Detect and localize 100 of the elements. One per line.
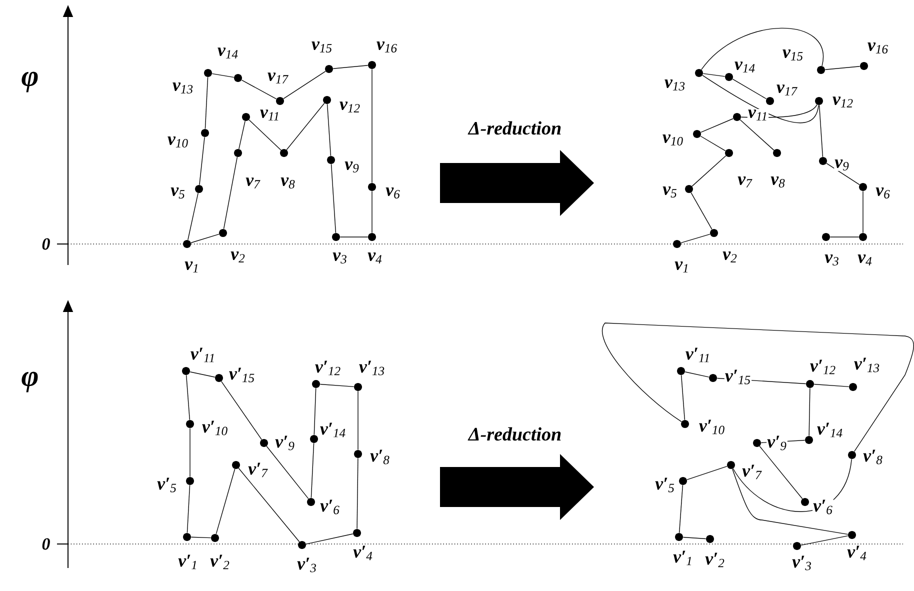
vertex-dot	[323, 96, 331, 104]
edge-line	[700, 118, 734, 133]
vertex-dot	[727, 460, 735, 469]
edge-line	[732, 458, 852, 512]
vertex-label: v$_{12}$	[338, 101, 362, 113]
vertex-label: v$_{3}$	[332, 252, 348, 264]
vertex-dot	[332, 232, 340, 241]
vertex-dot	[215, 374, 223, 382]
vertex-dot	[354, 450, 362, 458]
axis-label: φ	[22, 72, 38, 92]
edge-line	[862, 190, 864, 234]
edge-line	[692, 155, 726, 187]
axis-label: 0	[42, 538, 50, 550]
vertex-label: v′$_{11}$	[190, 347, 216, 363]
vertex-label: v$_{10}$	[662, 134, 684, 146]
edge-line	[190, 372, 216, 378]
edge-line	[330, 164, 336, 234]
vertex-label: v$_{2}$	[722, 251, 738, 263]
vertex-dot	[859, 232, 867, 241]
vertex-dot	[186, 476, 194, 485]
axis-label: 0	[42, 238, 50, 250]
vertex-dot	[280, 149, 288, 157]
edge-line	[740, 104, 818, 118]
vertex-label: v$_{15}$	[310, 41, 334, 53]
vertex-label: v′$_{10}$	[698, 419, 726, 435]
edge-line	[212, 73, 234, 78]
vertex-dot	[353, 528, 361, 537]
edge-line	[808, 388, 810, 436]
edge-line	[686, 466, 728, 480]
edge-line	[356, 458, 358, 530]
vertex-dot	[695, 69, 703, 77]
edge-line	[286, 102, 325, 150]
edge-line	[684, 372, 710, 378]
edge-line	[826, 162, 860, 186]
vertex-dot	[307, 498, 315, 506]
vertex-label: v$_{14}$	[216, 47, 240, 59]
vertex-dot	[773, 149, 781, 157]
edge-line	[283, 70, 326, 100]
edge-line	[702, 73, 726, 77]
vertex-label: v′$_{5}$	[654, 477, 676, 493]
vertex-label: v$_{1}$	[184, 261, 200, 273]
edge-line	[824, 66, 860, 70]
edge-line	[199, 136, 205, 186]
vertex-dot	[849, 382, 857, 391]
vertex-label: v$_{1}$	[674, 261, 690, 273]
edge-line	[332, 65, 368, 69]
vertex-label: v′$_{9}$	[274, 435, 296, 451]
edge-line	[732, 78, 767, 100]
vertex-label: v′$_{15}$	[724, 369, 752, 385]
vertex-label: v$_{7}$	[245, 177, 261, 189]
vertex-label: v′$_{14}$	[319, 422, 347, 438]
edge-line	[818, 104, 824, 158]
vertex-dot	[725, 149, 733, 157]
vertex-label: v$_{14}$	[734, 61, 756, 73]
vertex-dot	[819, 157, 827, 165]
vertex-dot	[793, 542, 801, 550]
vertex-dot	[801, 498, 809, 506]
vertex-dot	[848, 530, 856, 539]
edge-line	[814, 384, 850, 388]
vertex-label: v′$_{12}$	[809, 359, 837, 375]
vertex-dot	[710, 228, 718, 237]
vertex-label: v$_{3}$	[824, 254, 840, 266]
vertex-dot	[679, 476, 687, 485]
vertex-label: v$_{11}$	[259, 109, 281, 121]
vertex-label: v′$_{8}$	[370, 449, 390, 465]
vertex-dot	[183, 240, 191, 248]
edge-line	[701, 28, 824, 70]
vertex-label: v′$_{1}$	[178, 554, 198, 570]
vertex-dot	[325, 65, 333, 73]
vertex-dot	[232, 460, 240, 469]
vertex-label: v′$_{4}$	[846, 545, 868, 561]
vertex-dot	[276, 97, 284, 105]
vertex-dot	[186, 420, 194, 428]
vertex-dot	[260, 438, 268, 447]
edge-line	[340, 236, 368, 238]
vertex-label: v$_{17}$	[266, 72, 290, 84]
edge-line	[314, 388, 316, 436]
vertex-label: v′$_{9}$	[766, 435, 788, 451]
vertex-label: v$_{12}$	[832, 96, 854, 108]
edge-line	[306, 534, 354, 544]
edge-line	[310, 442, 314, 498]
vertex-label: v$_{8}$	[770, 176, 786, 188]
edge-line	[830, 236, 860, 238]
vertex-label: v′$_{11}$	[684, 347, 712, 363]
vertex-label: v′$_{3}$	[792, 555, 812, 571]
vertex-label: v′$_{8}$	[862, 449, 884, 465]
edge-line	[680, 234, 710, 244]
vertex-dot	[706, 534, 714, 543]
vertex-label: v′$_{2}$	[210, 554, 230, 570]
vertex-dot	[368, 183, 376, 191]
edge-line	[759, 446, 803, 500]
vertex-label: v$_{9}$	[344, 161, 360, 173]
vertex-label: v$_{6}$	[875, 187, 891, 199]
edge-line	[690, 192, 712, 230]
vertex-label: v$_{2}$	[230, 251, 246, 263]
vertex-dot	[675, 532, 683, 541]
vertex-dot	[204, 69, 212, 77]
edge-line	[326, 104, 332, 156]
vertex-dot	[673, 240, 681, 248]
vertex-dot	[677, 367, 685, 375]
